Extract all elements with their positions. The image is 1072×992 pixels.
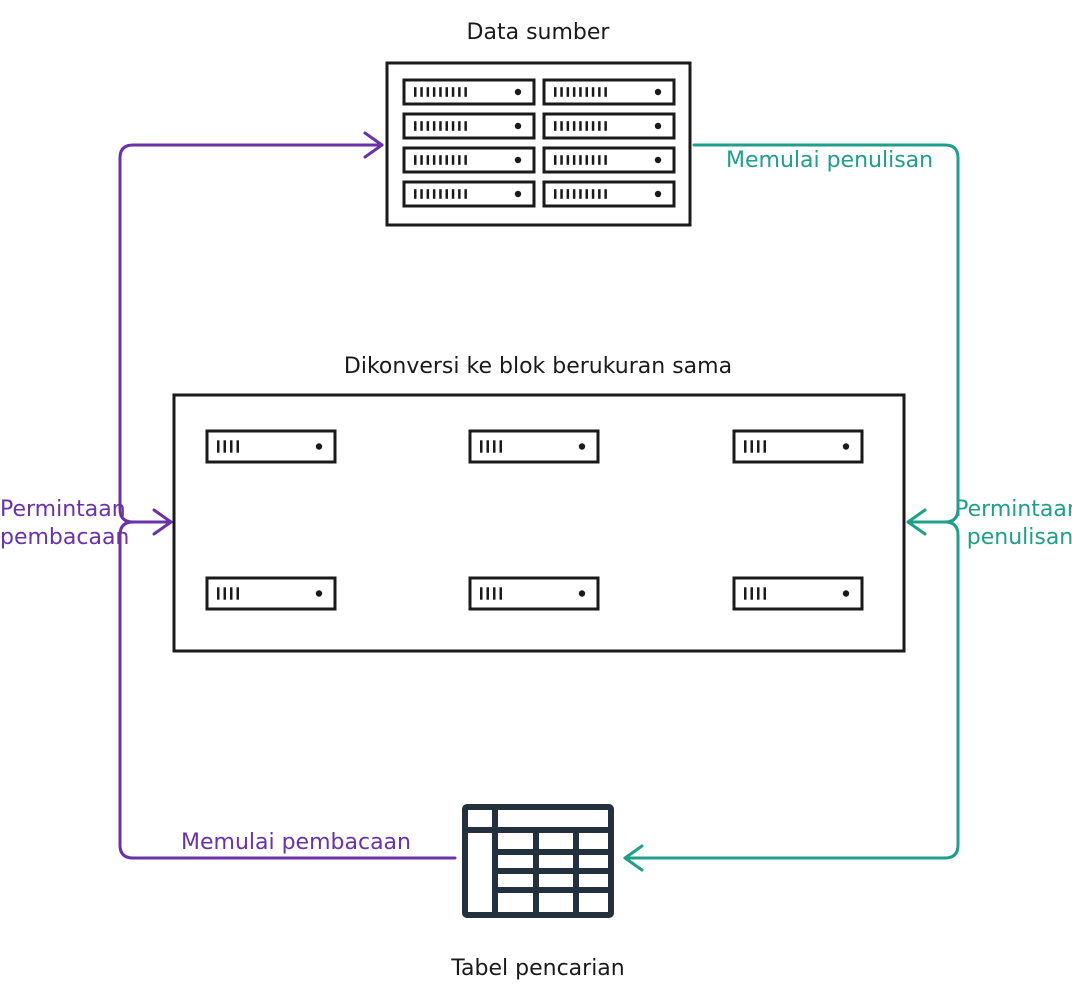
server-drive-icon <box>205 429 337 464</box>
rack-drive-unit <box>402 146 536 174</box>
table-icon <box>462 804 614 918</box>
server-drive-icon <box>468 576 600 611</box>
rack-drive-unit <box>542 112 676 140</box>
arrowhead-to-blocks <box>152 508 173 536</box>
rack-drive-unit <box>542 146 676 174</box>
start-read-label: Memulai pembacaan <box>181 830 411 855</box>
write-request-connector <box>623 520 960 860</box>
blocks-title: Dikonversi ke blok berukuran sama <box>343 354 733 379</box>
rack-drive-unit <box>402 112 536 140</box>
arrowhead-to-lookup <box>623 844 644 872</box>
start-write-label: Memulai penulisan <box>726 148 934 173</box>
arrowhead-to-blocks-write <box>906 508 927 536</box>
source-title: Data sumber <box>466 20 610 45</box>
read-flow <box>118 131 457 860</box>
server-drive-icon <box>205 576 337 611</box>
rack-drive-unit <box>402 180 536 208</box>
write-flow <box>623 143 960 872</box>
server-rack-icon <box>385 61 692 227</box>
rack-drive-unit <box>542 78 676 106</box>
rack-drive-unit <box>542 180 676 208</box>
read-request-label-line2: pembacaan <box>0 525 130 550</box>
arrowhead-to-source <box>363 131 384 159</box>
server-drive-icon <box>732 429 864 464</box>
blocks-box <box>172 393 906 653</box>
read-request-label-line1: Permintaan <box>0 497 126 522</box>
server-drive-icon <box>732 576 864 611</box>
lookup-title: Tabel pencarian <box>451 956 625 981</box>
server-drive-icon <box>468 429 600 464</box>
rack-drive-unit <box>402 78 536 106</box>
write-request-label-line1: Permintaan <box>955 497 1072 522</box>
write-request-label-line2: penulisan <box>966 525 1072 550</box>
read-request-connector <box>118 143 384 524</box>
